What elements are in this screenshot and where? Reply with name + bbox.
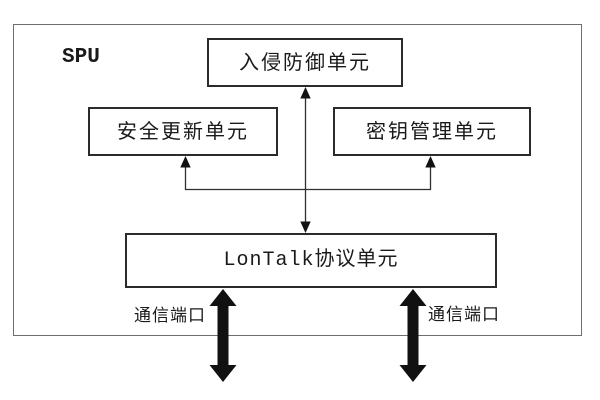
spu-container-frame bbox=[13, 24, 582, 336]
intrusion-prevention-unit-label: 入侵防御单元 bbox=[239, 51, 371, 74]
intrusion-prevention-unit-box: 入侵防御单元 bbox=[207, 38, 403, 87]
comm-port-label-right: 通信端口 bbox=[428, 305, 500, 324]
lontalk-protocol-unit-box: LonTalk协议单元 bbox=[125, 233, 497, 288]
comm-port-label-left: 通信端口 bbox=[134, 306, 206, 325]
security-update-unit-label: 安全更新单元 bbox=[117, 120, 249, 143]
lontalk-protocol-unit-label: LonTalk协议单元 bbox=[223, 248, 399, 272]
key-management-unit-box: 密钥管理单元 bbox=[333, 107, 531, 156]
key-management-unit-label: 密钥管理单元 bbox=[366, 120, 498, 143]
spu-container-label: SPU bbox=[62, 46, 100, 69]
security-update-unit-box: 安全更新单元 bbox=[88, 107, 278, 156]
